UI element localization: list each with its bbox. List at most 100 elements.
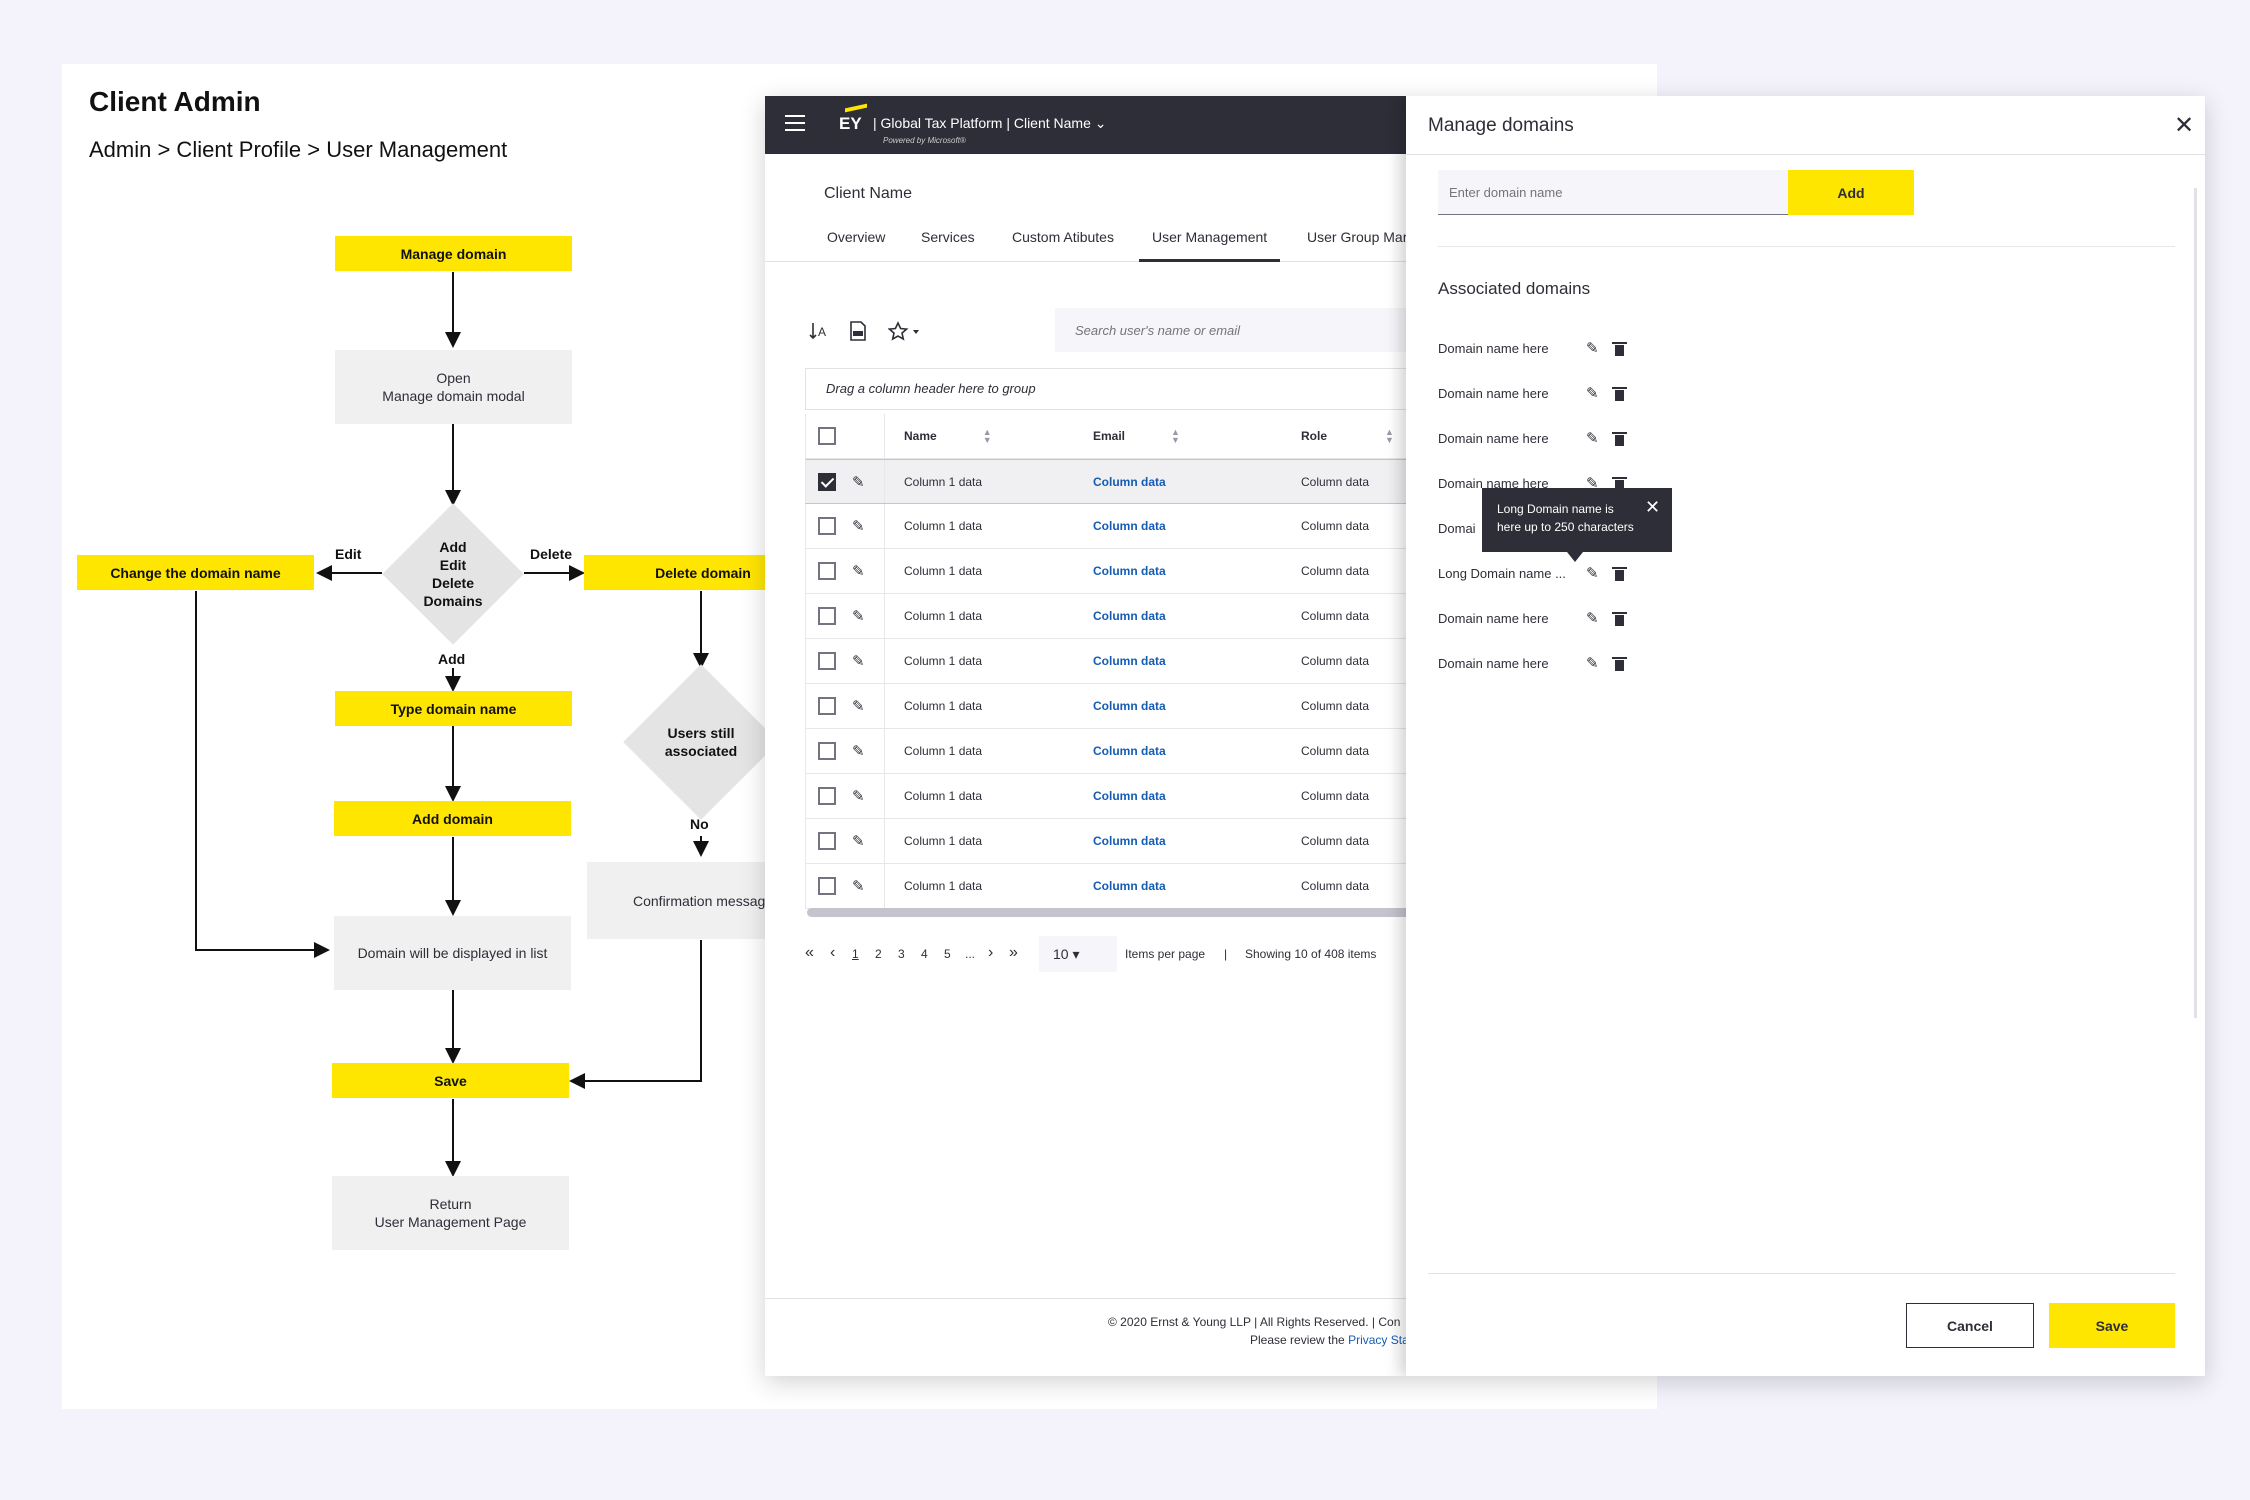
privacy-prefix: Please review the: [1250, 1333, 1349, 1347]
sort-arrows-icon[interactable]: ▲▼: [982, 427, 992, 445]
cell-email-link[interactable]: Column data: [1093, 834, 1166, 848]
platform-client-selector[interactable]: | Global Tax Platform | Client Name ⌄: [873, 115, 1107, 131]
trash-icon[interactable]: [1612, 387, 1627, 401]
edit-pencil-icon[interactable]: ✎: [852, 518, 865, 535]
flow-edge-add: Add: [438, 651, 466, 667]
edit-pencil-icon[interactable]: ✎: [852, 833, 865, 850]
row-checkbox[interactable]: [818, 877, 836, 895]
edit-pencil-icon[interactable]: ✎: [852, 698, 865, 715]
row-checkbox[interactable]: [818, 742, 836, 760]
save-button[interactable]: Save: [2049, 1303, 2175, 1348]
edit-pencil-icon[interactable]: ✎: [1586, 430, 1599, 447]
tooltip-close-icon[interactable]: ✕: [1645, 497, 1661, 517]
page-link-2[interactable]: 2: [875, 947, 882, 961]
user-search[interactable]: [1055, 308, 1455, 352]
group-drop-zone[interactable]: Drag a column header here to group: [805, 368, 1455, 410]
edit-pencil-icon[interactable]: ✎: [1586, 385, 1599, 402]
trash-icon[interactable]: [1612, 342, 1627, 356]
domain-name-input[interactable]: [1438, 170, 1788, 214]
tab-overview[interactable]: Overview: [827, 229, 886, 245]
grid-horizontal-scrollbar[interactable]: [807, 908, 1455, 917]
cell-role: Column data: [1301, 564, 1370, 578]
edit-pencil-icon[interactable]: ✎: [1586, 655, 1599, 672]
cell-email-link[interactable]: Column data: [1093, 519, 1166, 533]
svg-text:A: A: [818, 325, 826, 339]
cell-email-link[interactable]: Column data: [1093, 609, 1166, 623]
cancel-button[interactable]: Cancel: [1906, 1303, 2034, 1348]
page-link-1[interactable]: 1: [852, 947, 859, 961]
trash-icon[interactable]: [1612, 567, 1627, 581]
page-link-4[interactable]: 4: [921, 947, 928, 961]
sort-arrows-icon[interactable]: ▲▼: [1171, 427, 1180, 445]
row-checkbox[interactable]: [818, 607, 836, 625]
sort-arrows-icon[interactable]: ▲▼: [1385, 427, 1394, 445]
tab-services[interactable]: Services: [921, 229, 975, 245]
page-link-5[interactable]: 5: [944, 947, 951, 961]
domain-name-field[interactable]: [1438, 170, 1788, 215]
edit-pencil-icon[interactable]: ✎: [1586, 565, 1599, 582]
edit-pencil-icon[interactable]: ✎: [1586, 340, 1599, 357]
export-file-icon[interactable]: [847, 320, 869, 342]
first-page-icon[interactable]: «: [805, 944, 814, 961]
page-size-select[interactable]: 10 ▾: [1039, 936, 1117, 972]
tab-user-management[interactable]: User Management: [1139, 224, 1281, 262]
panel-scrollbar[interactable]: [2194, 188, 2197, 1018]
privacy-link[interactable]: Privacy Sta: [1348, 1333, 1409, 1347]
sort-text-icon[interactable]: A: [808, 320, 830, 342]
page-link-3[interactable]: 3: [898, 947, 905, 961]
column-header-email[interactable]: Email▲▼: [1093, 414, 1180, 458]
row-checkbox[interactable]: [818, 517, 836, 535]
close-icon[interactable]: ✕: [2174, 112, 2195, 139]
cell-email-link[interactable]: Column data: [1093, 474, 1166, 489]
domain-list-item: Domain name here✎: [1438, 428, 1738, 450]
row-checkbox[interactable]: [818, 562, 836, 580]
cell-email-link[interactable]: Column data: [1093, 564, 1166, 578]
tab-custom-attributes[interactable]: Custom Atibutes: [1012, 229, 1114, 245]
trash-icon[interactable]: [1612, 612, 1627, 626]
edit-pencil-icon[interactable]: ✎: [852, 608, 865, 625]
trash-icon[interactable]: [1612, 432, 1627, 446]
edit-pencil-icon[interactable]: ✎: [1586, 475, 1599, 492]
trash-icon[interactable]: [1612, 657, 1627, 671]
favorites-star-icon[interactable]: [886, 320, 926, 342]
prev-page-icon[interactable]: ‹: [830, 944, 836, 961]
column-header-role[interactable]: Role▲▼: [1301, 414, 1394, 458]
cell-email-link[interactable]: Column data: [1093, 699, 1166, 713]
add-domain-button[interactable]: Add: [1788, 170, 1914, 215]
cell-email-link[interactable]: Column data: [1093, 879, 1166, 893]
row-checkbox[interactable]: [818, 697, 836, 715]
menu-icon[interactable]: [785, 115, 805, 133]
tab-user-group-management[interactable]: User Group Mar: [1307, 229, 1408, 245]
select-all-checkbox[interactable]: [818, 427, 836, 445]
edit-pencil-icon[interactable]: ✎: [852, 653, 865, 670]
trash-icon[interactable]: [1612, 477, 1627, 491]
last-page-icon[interactable]: »: [1009, 944, 1018, 961]
row-checkbox[interactable]: [818, 652, 836, 670]
cell-email-link[interactable]: Column data: [1093, 789, 1166, 803]
row-checkbox[interactable]: [818, 472, 836, 491]
edit-pencil-icon[interactable]: ✎: [852, 878, 865, 895]
cell-email-link[interactable]: Column data: [1093, 744, 1166, 758]
row-checkbox[interactable]: [818, 787, 836, 805]
cell-email-link[interactable]: Column data: [1093, 654, 1166, 668]
row-checkbox[interactable]: [818, 832, 836, 850]
edit-pencil-icon[interactable]: ✎: [852, 743, 865, 760]
edit-pencil-icon[interactable]: ✎: [1586, 610, 1599, 627]
edit-pencil-icon[interactable]: ✎: [852, 563, 865, 580]
edit-pencil-icon[interactable]: ✎: [852, 473, 865, 491]
edit-pencil-icon[interactable]: ✎: [852, 788, 865, 805]
row-select-cell: [818, 504, 836, 548]
column-header-name[interactable]: Name▲▼: [904, 414, 992, 458]
next-page-icon[interactable]: ›: [988, 944, 994, 961]
user-search-input[interactable]: [1055, 308, 1455, 352]
